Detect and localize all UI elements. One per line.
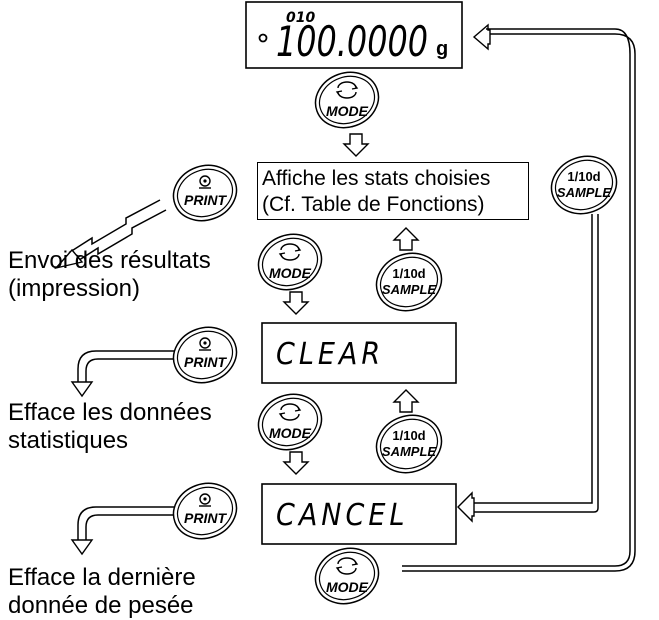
clear-display-text: CLEAR [276,337,384,372]
refresh-icon [278,243,302,261]
stats-info-line2: (Cf. Table de Fonctions) [262,193,485,216]
clear-caption: Efface les données statistiques [8,399,212,455]
sample-key[interactable]: 1/10d SAMPLE [368,406,449,481]
print-results-caption: Envoi des résultats (impression) [8,247,211,303]
mode-key-label: MODE [326,579,369,595]
arrow-up-icon [393,389,419,413]
print-key[interactable]: PRINT [166,319,245,392]
print-key-label: PRINT [184,510,227,526]
print-icon [199,175,211,189]
mode-key[interactable]: MODE [308,540,387,613]
print-key[interactable]: PRINT [166,475,245,548]
print-results-line1: Envoi des résultats [8,247,211,274]
top-display-value: 100.0000 [276,17,428,66]
cancel-caption: Efface la dernière donnée de pesée [8,564,196,620]
mode-key[interactable]: MODE [251,226,330,299]
mode-key[interactable]: MODE [251,386,330,459]
arrow-down-icon [283,291,309,315]
print-icon [199,493,211,507]
clear-caption-line1: Efface les données [8,399,212,426]
print-cancel-arrow [70,506,176,556]
mode-key-label: MODE [326,103,369,119]
sample-key-bottom-label: SAMPLE [382,282,437,297]
arrow-left-icon [457,491,475,523]
sample-key[interactable]: 1/10d SAMPLE [543,147,624,222]
mode-key-label: MODE [269,425,312,441]
cancel-caption-line2: donnée de pesée [8,592,194,619]
top-display-unit: g [436,38,448,60]
clear-display: CLEAR [261,322,457,384]
arrow-down-icon [343,133,369,157]
print-icon [199,337,211,351]
arrow-left-icon [472,23,491,51]
sample-key-bottom-label: SAMPLE [557,185,612,200]
sample-key[interactable]: 1/10d SAMPLE [368,244,449,319]
refresh-icon [335,81,359,99]
stats-info-line1: Affiche les stats choisies [262,167,491,190]
refresh-icon [335,557,359,575]
clear-caption-line2: statistiques [8,427,129,454]
sample-key-top-label: 1/10d [392,266,425,281]
arrow-up-icon [393,227,419,251]
cancel-display-text: CANCEL [276,498,408,533]
top-display: 010 100.0000 g [245,1,463,69]
sample-connector [470,214,593,504]
cancel-caption-line1: Efface la dernière [8,564,196,591]
top-display-superscript: 010 [286,10,315,26]
print-results-line2: (impression) [8,275,141,302]
sample-key-top-label: 1/10d [392,428,425,443]
sample-key-bottom-label: SAMPLE [382,444,437,459]
arrow-down-icon [283,451,309,475]
stats-info-box: Affiche les stats choisies (Cf. Table de… [257,162,529,220]
mode-key-label: MODE [269,265,312,281]
stable-indicator-icon [258,33,268,43]
cancel-display: CANCEL [261,483,457,545]
print-clear-arrow [70,350,176,398]
print-key-label: PRINT [184,192,227,208]
refresh-icon [278,403,302,421]
sample-key-top-label: 1/10d [567,169,600,184]
print-key-label: PRINT [184,354,227,370]
transmit-lightning-icon [54,199,167,270]
loop-connector [402,33,636,572]
loop-double-line [402,28,631,567]
mode-key[interactable]: MODE [308,64,387,137]
print-key[interactable]: PRINT [166,157,245,230]
